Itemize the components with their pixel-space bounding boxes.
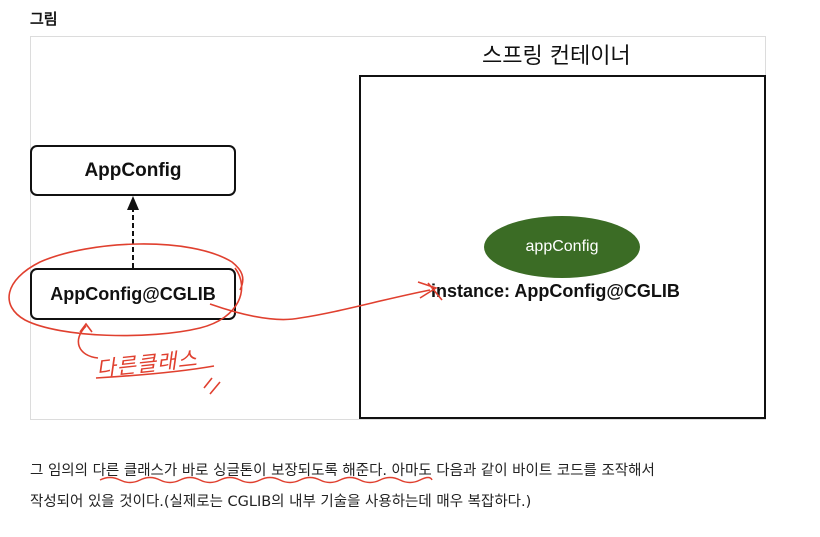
paragraph-line-1: 그 임의의 다른 클래스가 바로 싱글톤이 보장되도록 해준다. 아마도 다음과… (30, 459, 770, 480)
appconfig-bean-ellipse: appConfig (484, 216, 640, 278)
cglib-class-label: AppConfig@CGLIB (50, 283, 216, 304)
paragraph-underlined-phrase: 다른 클래스가 바로 싱글톤이 보장되도록 해준다 (92, 463, 383, 479)
instance-label: instance: AppConfig@CGLIB (431, 281, 680, 301)
appconfig-class-label: AppConfig (84, 159, 182, 181)
paragraph-line-2: 작성되어 있을 것이다.(실제로는 CGLIB의 내부 기술을 사용하는데 매우… (30, 494, 532, 510)
paragraph-line-1-start: 그 임의의 (30, 463, 93, 479)
cglib-class-box: AppConfig@CGLIB (30, 268, 236, 320)
diagram-frame (30, 36, 766, 420)
figure-heading: 그림 (30, 10, 58, 28)
appconfig-class-box: AppConfig (30, 145, 236, 196)
spring-container-box (359, 75, 766, 419)
spring-container-title: 스프링 컨테이너 (482, 44, 631, 69)
bean-name-label: appConfig (525, 238, 599, 255)
paragraph-line-1-end: . 아마도 다음과 같이 바이트 코드를 조작해서 (382, 463, 655, 479)
